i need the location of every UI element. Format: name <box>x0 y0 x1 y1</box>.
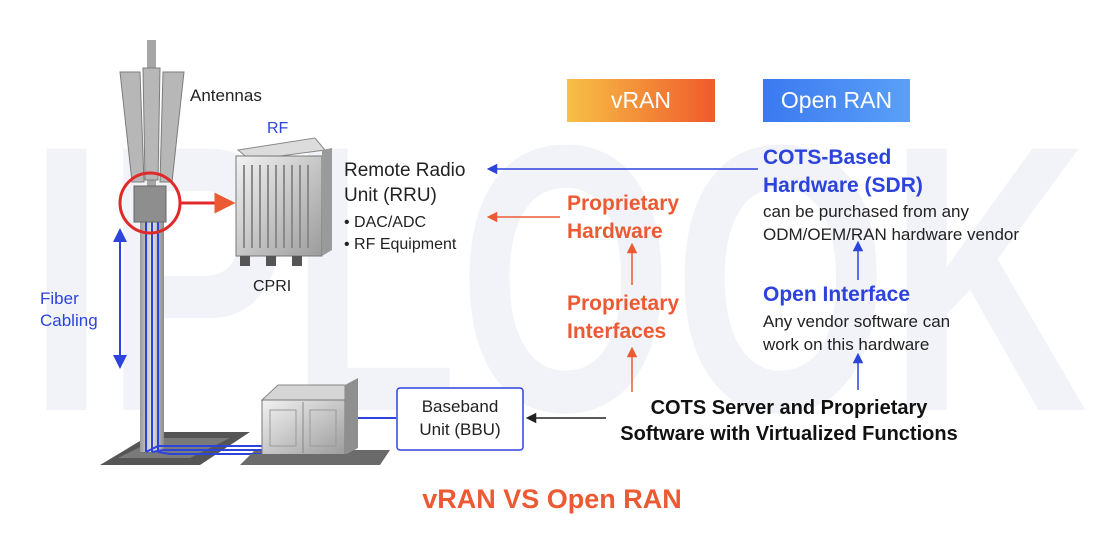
cpri-label: CPRI <box>253 278 292 295</box>
fiber-cabling-label: Fiber Cabling <box>40 289 98 330</box>
rru-bullet-2: • RF Equipment <box>344 236 457 253</box>
rru-title: Remote Radio Unit (RRU) <box>344 160 466 206</box>
vran-proprietary-hardware: Proprietary Hardware <box>567 192 680 243</box>
bbu-cabinet <box>250 378 360 464</box>
antennas <box>119 67 185 183</box>
watermark-text: IPLOOK <box>28 110 1088 440</box>
openran-open-interface: Open Interface <box>763 283 911 306</box>
rf-label: RF <box>267 120 289 137</box>
rru-highlight-circle <box>118 171 182 235</box>
fiber-to-bbu <box>145 445 262 455</box>
openran-cots-hardware: COTS-Based Hardware (SDR) <box>763 146 923 197</box>
vran-proprietary-interfaces: Proprietary Interfaces <box>567 292 680 343</box>
watermark: IPLOOK <box>28 110 1088 440</box>
rru-bullets: • DAC/ADC • RF Equipment <box>344 212 456 256</box>
bbu-label: Baseband Unit (BBU) <box>419 397 501 439</box>
footer-title: vRAN VS Open RAN <box>422 484 682 514</box>
rru-bullet-1: • DAC/ADC <box>344 214 427 231</box>
rru-device <box>235 137 332 266</box>
vran-badge: vRAN <box>567 79 715 122</box>
openran-interface-desc: Any vendor software can work on this har… <box>763 312 951 354</box>
cots-server-label: COTS Server and Proprietary Software wit… <box>620 397 958 445</box>
openran-hardware-desc: can be purchased from any ODM/OEM/RAN ha… <box>763 202 1020 244</box>
openran-badge: Open RAN <box>763 79 910 122</box>
bbu-box <box>396 387 524 451</box>
antennas-label: Antennas <box>190 86 262 105</box>
